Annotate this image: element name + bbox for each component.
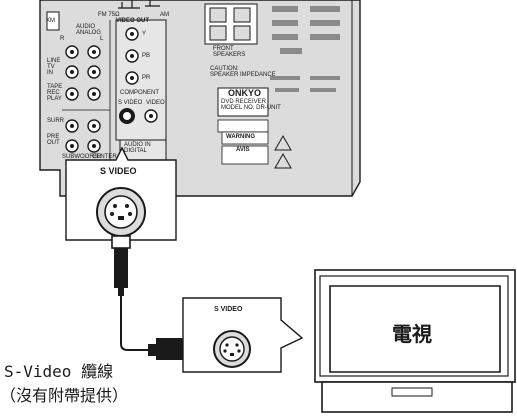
tv-callout	[182, 297, 304, 373]
caution-label: CAUTION: SPEAKER IMPEDANCE	[210, 66, 276, 78]
line-tv-in-label: LINE TV IN	[47, 58, 61, 76]
onkyo-logo: ONKYO	[228, 88, 262, 98]
video-label: VIDEO	[146, 100, 165, 106]
surr-label: SURR	[47, 118, 65, 124]
pre-out-label: PRE OUT	[47, 134, 60, 146]
pr-label: PR	[142, 75, 151, 81]
y-label: Y	[142, 31, 147, 37]
speaker-terminals	[204, 3, 258, 45]
vent-slots	[270, 6, 340, 92]
tv-callout-label: S VIDEO	[214, 306, 243, 313]
center-label: CENTER	[92, 154, 117, 160]
l-label: L	[100, 36, 104, 42]
am-label: AM	[160, 12, 169, 18]
avis-label: AVIS	[236, 147, 250, 153]
tv-label: 電視	[392, 322, 432, 346]
model-label: DVD RECEIVER MODEL NO. DR-UNIT	[221, 99, 281, 111]
fm-label: FM 75Ω	[98, 12, 120, 18]
receiver-callout-label: S VIDEO	[100, 166, 137, 176]
subwoofer-label: SUBWOOFER	[62, 154, 102, 160]
r-label: R	[60, 36, 65, 42]
cable-note: （沒有附帶提供）	[0, 386, 129, 405]
front-speakers-label: FRONT SPEAKERS	[213, 46, 246, 58]
receiver-callout	[65, 146, 177, 241]
xm-label: XM	[46, 18, 55, 24]
audio-analog-label: AUDIO ANALOG	[76, 24, 102, 36]
video-out-label: VIDEO OUT	[116, 18, 150, 24]
cable-label: S-Video 纜線	[4, 362, 114, 381]
audio-in-digital-label: AUDIO IN DIGITAL	[124, 142, 151, 154]
tv-set	[314, 269, 516, 413]
tape-label: TAPE REC PLAY	[47, 84, 63, 102]
pb-label: PB	[142, 53, 151, 59]
warning-label: WARNING	[226, 134, 255, 140]
audio-jacks	[62, 20, 111, 160]
s-video-jack-label: S VIDEO	[118, 100, 143, 106]
component-label: COMPONENT	[120, 90, 159, 96]
receiver-rear-panel	[39, 0, 361, 197]
